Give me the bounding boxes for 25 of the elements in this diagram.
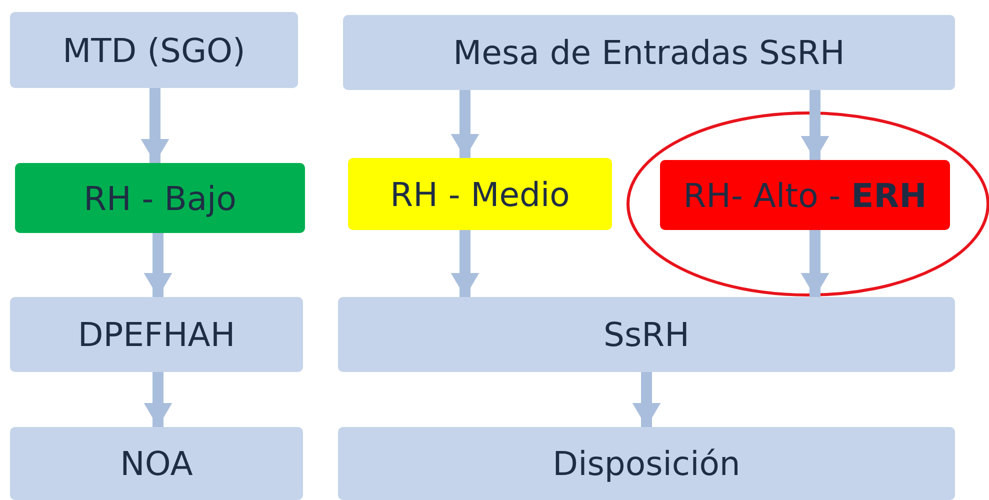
arrow <box>632 372 661 427</box>
process-box <box>10 427 303 500</box>
process-box <box>338 427 955 500</box>
process-box <box>10 297 303 372</box>
box-label: DPEFHAH <box>78 315 236 354</box>
arrow <box>450 230 480 297</box>
box-label: Mesa de Entradas SsRH <box>453 33 845 72</box>
box-label: SsRH <box>604 315 690 354</box>
process-box <box>348 158 612 230</box>
process-box <box>660 160 950 230</box>
arrow <box>450 90 480 158</box>
arrow <box>800 230 830 297</box>
box-label: MTD (SGO) <box>62 30 246 70</box>
process-box <box>338 297 955 372</box>
process-box <box>15 163 305 233</box>
box-label: RH - Medio <box>390 174 570 214</box>
box-label: RH- Alto - ERH <box>683 176 927 214</box>
box-label: Disposición <box>552 444 740 483</box>
process-box <box>343 15 955 90</box>
process-box <box>10 12 298 88</box>
arrow <box>140 88 170 163</box>
box-label: RH - Bajo <box>84 178 236 218</box>
arrow <box>144 372 172 427</box>
box-label: NOA <box>120 444 193 483</box>
arrow <box>144 233 172 297</box>
